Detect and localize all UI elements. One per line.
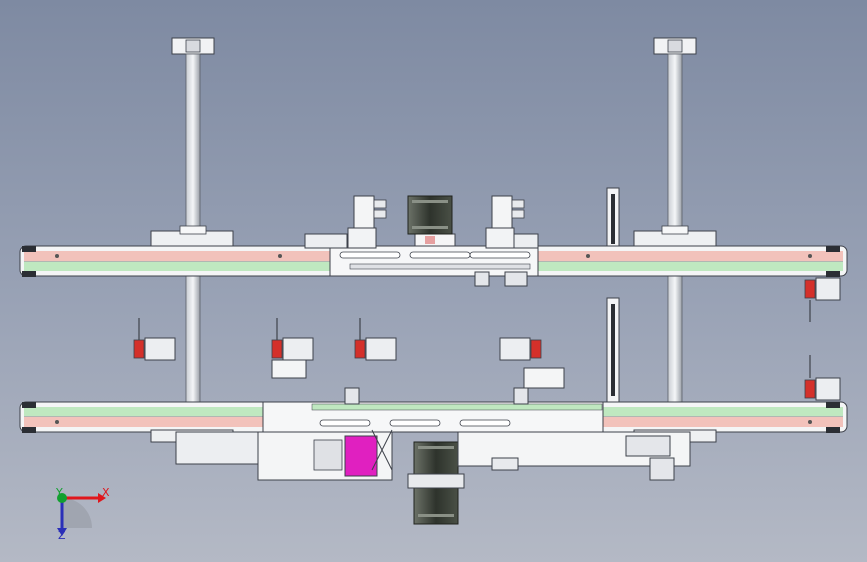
y-axis-dot [57,493,67,503]
coordinate-triad [57,493,106,536]
photoelectric-sensor [133,277,841,401]
upper-stepper-motor [407,195,453,235]
center-guide-rail [606,187,620,403]
lower-stepper-motor [407,441,465,525]
transfer-carriage [304,227,539,287]
x-axis-label: X [102,486,110,499]
z-axis-label: Z [58,529,66,542]
lower-transfer-carriage [175,387,691,481]
upper-left-cylinder [353,195,387,229]
y-axis-label: Y [56,486,63,499]
left-vertical-post [150,37,234,405]
right-vertical-post [633,37,717,405]
upper-right-cylinder [491,195,525,229]
